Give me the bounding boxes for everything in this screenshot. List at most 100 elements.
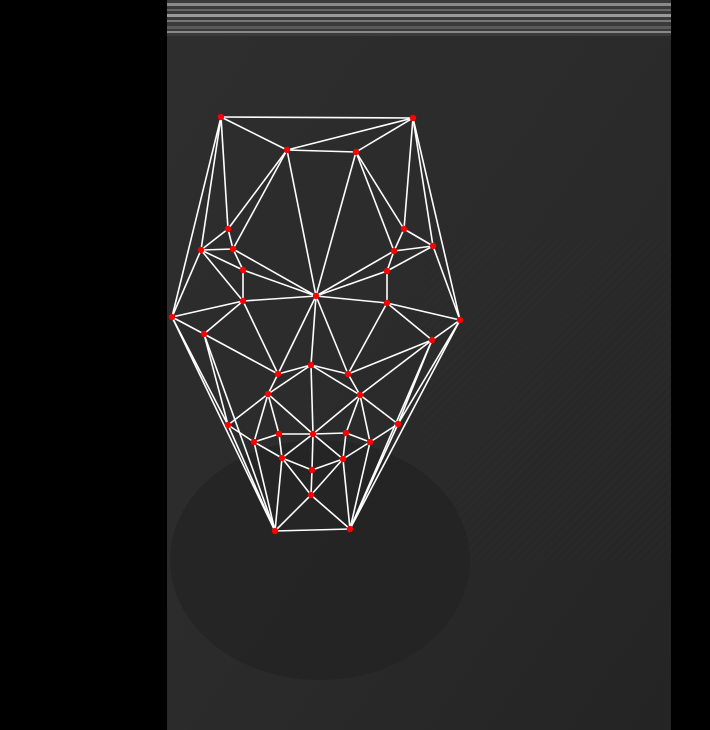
mesh-edge [200,249,244,271]
mesh-edge [227,424,255,443]
landmark-point [312,292,320,300]
landmark-point [197,246,205,254]
mesh-edge [315,151,357,297]
mesh-edge [220,116,414,119]
landmark-point [356,391,364,399]
mesh-edge [347,373,361,396]
mesh-edge [267,393,314,435]
landmark-point [344,370,352,378]
mesh-edge [267,393,280,435]
mesh-edge [171,116,222,318]
mesh-edge [315,295,388,304]
mesh-edge [310,469,313,496]
mesh-edge [286,149,317,297]
mesh-edge [403,228,434,247]
mesh-edge [281,433,314,459]
mesh-edge [345,394,361,434]
mesh-edge [227,228,234,250]
mesh-edge [359,394,371,443]
mesh-edge [242,295,317,302]
landmark-point [390,247,398,255]
landmark-point [409,114,417,122]
landmark-point [366,438,374,446]
mesh-edge [431,319,461,341]
landmark-point [308,466,316,474]
mesh-edge [349,319,461,530]
mesh-edge [274,457,283,532]
mesh-edge [220,116,229,230]
landmark-point [339,455,347,463]
landmark-point [346,525,354,533]
mesh-edge [345,432,371,443]
mesh-landmark-points [168,113,464,535]
mesh-edge [253,441,283,459]
mesh-edge [349,441,371,530]
mesh-edge [281,457,312,496]
mesh-edge [286,117,414,151]
right-black-margin [671,0,710,730]
mesh-edge [242,269,317,297]
mesh-edge [310,494,351,530]
mesh-edge [403,117,414,230]
mesh-edge [347,339,433,375]
mesh-edge [312,394,361,435]
landmark-point [283,146,291,154]
mesh-edge [310,364,349,375]
mesh-edge [412,117,434,247]
landmark-point [271,527,279,535]
mesh-edge [286,149,357,153]
mesh-edge [312,432,347,435]
landmark-point [400,225,408,233]
mesh-edge [232,248,244,271]
landmark-point [274,370,282,378]
mesh-edge [359,339,433,396]
mesh-edge [203,333,229,426]
landmark-point [217,113,225,121]
mesh-edge [315,270,388,297]
landmark-point [309,430,317,438]
landmark-point [428,336,436,344]
landmark-point [307,361,315,369]
landmark-point [168,313,176,321]
mesh-edge [232,149,288,250]
landmark-point [239,266,247,274]
mesh-edge [200,228,229,251]
mesh-edge [310,364,361,396]
mesh-edge [397,319,461,425]
mesh-edge [203,333,276,532]
mesh-edge [277,364,312,375]
landmark-point [383,267,391,275]
mesh-edge [253,393,269,443]
mesh-edge [310,458,344,496]
landmark-point [239,297,247,305]
mesh-edge [342,458,351,530]
landmark-point [229,245,237,253]
mesh-edge [200,248,234,251]
mesh-edge [349,339,433,530]
mesh-edge [355,151,405,230]
mesh-edge [369,423,399,443]
mesh-edge [200,116,222,251]
mesh-edge [227,149,288,230]
mesh-edge [232,248,317,297]
mesh-edge [412,117,461,321]
mesh-edge [355,117,414,153]
landmark-point [224,225,232,233]
noisy-top-band [167,0,671,36]
photo-texture [420,240,671,560]
mesh-edge [220,116,288,151]
landmark-point [352,148,360,156]
landmark-point [200,330,208,338]
mesh-edge [267,364,312,395]
mesh-edge [171,300,244,318]
mesh-edge [359,394,399,425]
left-black-margin [0,0,167,730]
mesh-edge [393,228,405,252]
mesh-edge [203,333,279,375]
mesh-edge [253,433,280,443]
mesh-edge [200,249,244,302]
landmark-point [383,299,391,307]
mesh-edge [203,300,244,335]
mesh-edge [253,441,276,532]
